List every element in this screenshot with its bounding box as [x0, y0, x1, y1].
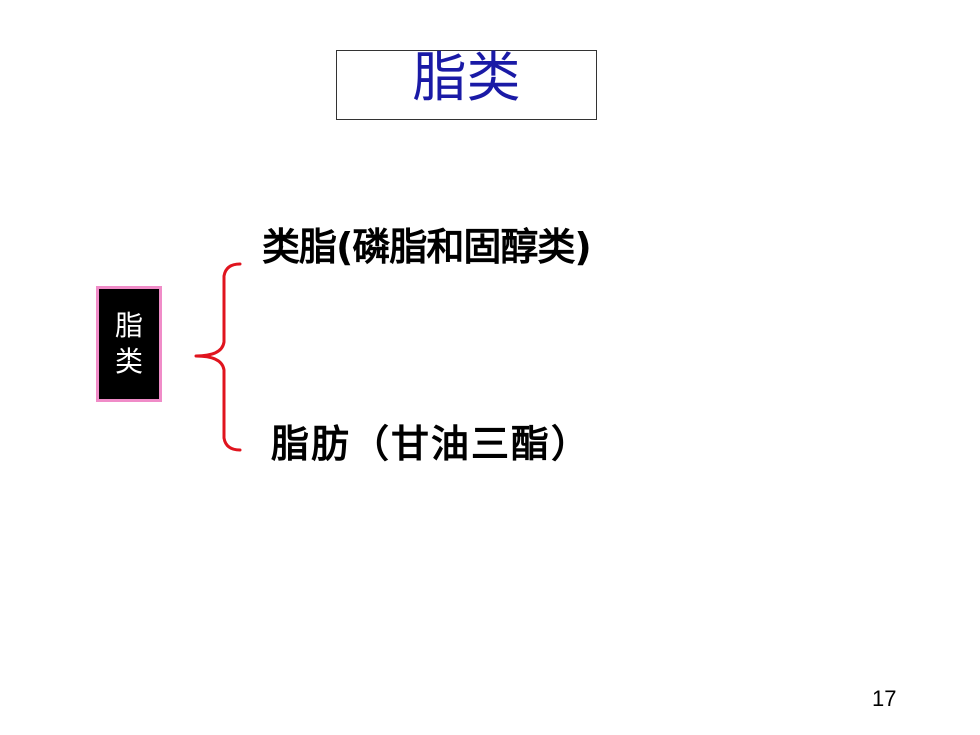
branch-fat: 脂肪（甘油三酯） — [271, 422, 592, 466]
side-label-text: 脂类 — [114, 309, 143, 378]
page-number: 17 — [872, 686, 897, 711]
slide-title-box: 脂类 — [336, 50, 597, 120]
side-label-box: 脂类 — [96, 286, 162, 402]
branch-lipoid: 类脂(磷脂和固醇类) — [262, 225, 592, 269]
slide-title: 脂类 — [412, 46, 521, 109]
curly-brace-icon — [194, 262, 242, 452]
curly-brace-path — [194, 262, 242, 452]
